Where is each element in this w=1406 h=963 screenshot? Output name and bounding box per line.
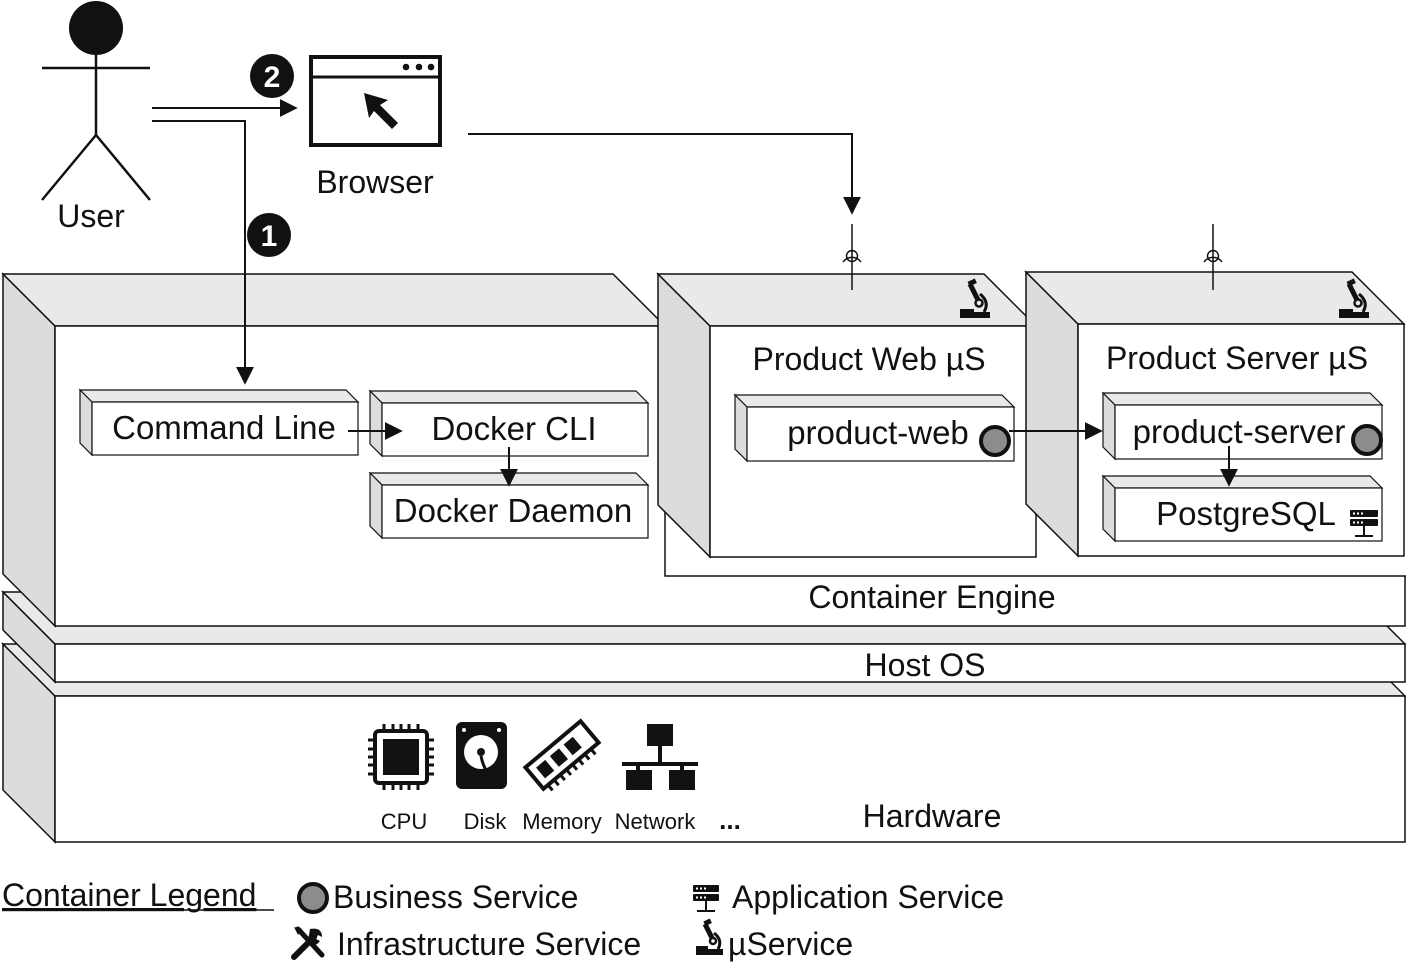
svg-text:2: 2 — [264, 61, 281, 94]
container-engine-label: Container Engine — [808, 579, 1055, 615]
postgresql-box — [1101, 474, 1384, 543]
docker-daemon-label: Docker Daemon — [394, 492, 632, 529]
command-line-label: Command Line — [112, 409, 336, 446]
application-service-legend-icon — [693, 885, 719, 912]
product-server-service-label: product-server — [1133, 413, 1346, 450]
legend-infrastructure-label: Infrastructure Service — [337, 926, 641, 962]
legend-title: Container Legend — [2, 877, 256, 913]
hardware-item-label: Network — [615, 809, 697, 834]
legend-microservice-label: µService — [728, 926, 853, 962]
business-service-dot — [979, 425, 1011, 457]
docker-daemon-box — [368, 471, 650, 540]
step-2-badge: 2 — [250, 54, 294, 98]
browser-icon — [309, 55, 442, 147]
docker-cli-label: Docker CLI — [431, 410, 596, 447]
product-web-title: Product Web µS — [752, 341, 985, 377]
hardware-item-label: Memory — [522, 809, 601, 834]
user-label: User — [57, 198, 125, 234]
hardware-item-label: ... — [719, 805, 741, 835]
product-web-service-label: product-web — [787, 414, 969, 451]
flow-arrows — [152, 99, 1238, 487]
application-service-icon — [1350, 510, 1378, 537]
server-interface-port — [1203, 224, 1223, 290]
memory-icon — [522, 718, 602, 792]
product-web-service-box — [733, 393, 1016, 463]
cpu-icon — [368, 724, 434, 790]
microscope-icon — [1339, 278, 1369, 318]
hardware-label: Hardware — [863, 798, 1002, 834]
product-server-service-box — [1101, 391, 1384, 461]
command-line-box — [78, 388, 360, 457]
hardware-item-label: CPU — [381, 809, 427, 834]
microservice-legend-icon — [696, 918, 723, 955]
user-actor — [41, 1, 151, 201]
host-os-label: Host OS — [865, 647, 986, 683]
docker-cli-box — [368, 389, 650, 458]
infrastructure-service-legend-icon — [291, 926, 325, 960]
web-interface-port — [842, 224, 862, 290]
step-1-badge: 1 — [247, 213, 291, 257]
svg-text:1: 1 — [261, 220, 278, 253]
network-icon — [622, 724, 698, 790]
microscope-icon — [960, 278, 990, 318]
product-server-title: Product Server µS — [1106, 340, 1368, 376]
legend-application-label: Application Service — [732, 879, 1004, 915]
postgresql-label: PostgreSQL — [1156, 495, 1336, 532]
disk-icon — [456, 722, 507, 789]
business-service-legend-icon — [297, 882, 329, 914]
browser-label: Browser — [316, 164, 434, 200]
hardware-item-label: Disk — [464, 809, 508, 834]
legend-business-label: Business Service — [333, 879, 578, 915]
business-service-dot — [1351, 424, 1383, 456]
